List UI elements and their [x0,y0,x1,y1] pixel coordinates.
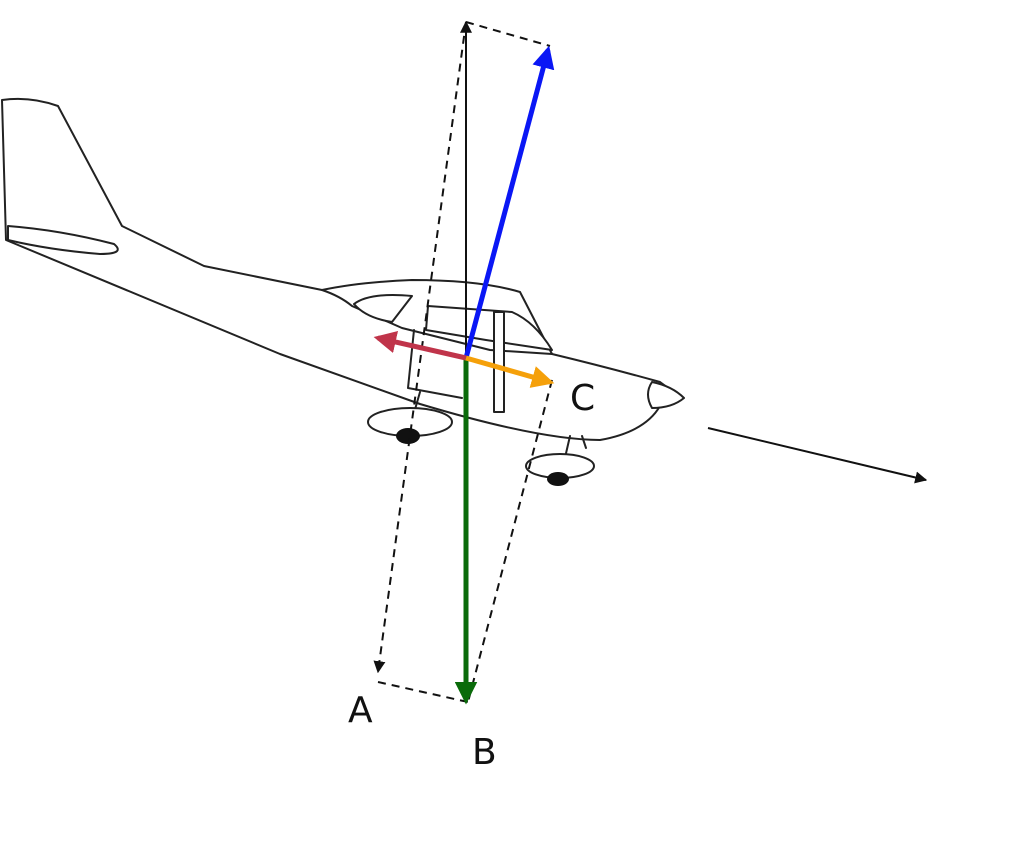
airplane-wing-strut [493,311,505,413]
airplane-wing [321,289,553,355]
label-c: C [570,378,595,419]
airplane [1,97,685,486]
label-a: A [348,690,373,731]
airplane-spinner [647,381,685,409]
blue-arrow [463,45,555,359]
label-b: B [472,732,497,773]
airplane-front-window [425,305,553,351]
orange-arrow [465,355,555,388]
airplane-rear-window [353,294,413,323]
airplane-nose-wheel [547,472,569,486]
airplane-gear-brace [581,435,587,449]
airplane-stabilizer [7,225,119,255]
airplane-door [407,329,463,399]
red-arrow [373,331,467,361]
flight-direction-arrow [707,427,928,484]
airplane-main-wheel [396,428,420,444]
dashed-top-right [465,21,551,47]
dashed-bottom [377,681,469,703]
